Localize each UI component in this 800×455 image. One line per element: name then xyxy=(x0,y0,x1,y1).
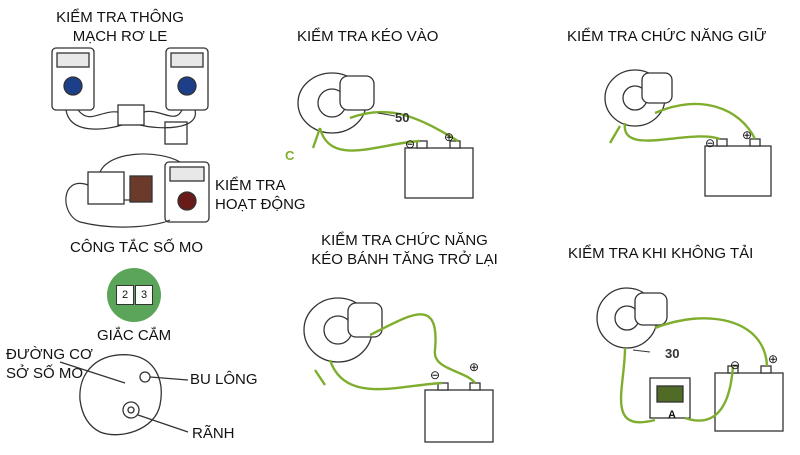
operation-line2: HOẠT ĐỘNG xyxy=(215,196,306,213)
battery-minus-1: ⊖ xyxy=(405,137,416,151)
battery xyxy=(704,145,772,197)
connector-pin-3: 3 xyxy=(135,285,153,305)
terminal-30-label: 30 xyxy=(665,346,680,361)
switch-housing-diagram xyxy=(59,354,189,436)
switch-title: CÔNG TẮC SỐ MO xyxy=(70,239,204,256)
battery-minus-4: ⊖ xyxy=(730,358,741,372)
operation-check-label: KIỂM TRA HOẠT ĐỘNG xyxy=(215,176,306,214)
terminal-c-label: C xyxy=(285,148,295,163)
relay-title-line2: MẠCH RƠ LE xyxy=(72,28,168,45)
base-line-label: ĐƯỜNG CƠ SỞ SỐ MO xyxy=(6,345,93,383)
battery xyxy=(714,372,784,432)
relay-under-test xyxy=(87,171,125,205)
groove-label: RÃNH xyxy=(192,425,235,442)
base-line1: ĐƯỜNG CƠ xyxy=(6,346,93,363)
relay-continuity-diagram xyxy=(51,47,210,228)
hold-in-title: KIỂM TRA CHỨC NĂNG GIỮ xyxy=(567,28,767,45)
hold-in-diagram xyxy=(604,69,772,197)
battery-minus-2: ⊖ xyxy=(705,136,716,150)
return-title-line1: KIỂM TRA CHỨC NĂNG xyxy=(321,232,488,249)
ammeter-label: A xyxy=(668,409,676,421)
base-line2: SỞ SỐ MO xyxy=(6,365,84,382)
battery-minus-3: ⊖ xyxy=(430,368,441,382)
battery xyxy=(404,147,474,199)
battery-plus-3: ⊕ xyxy=(469,360,480,374)
battery-plus-1: ⊕ xyxy=(444,130,455,144)
return-diagram xyxy=(303,297,494,443)
pull-in-diagram xyxy=(297,72,474,199)
relay-box xyxy=(117,104,145,126)
terminal-50-label: 50 xyxy=(395,110,410,125)
battery xyxy=(424,389,494,443)
return-title-line2: KÉO BÁNH TĂNG TRỞ LẠI xyxy=(311,251,498,268)
return-title: KIỂM TRA CHỨC NĂNG KÉO BÁNH TĂNG TRỞ LẠI xyxy=(292,231,517,269)
connector-pin-2: 2 xyxy=(116,285,134,305)
relay-title-line1: KIỂM TRA THÔNG xyxy=(56,9,184,26)
bolt-label: BU LÔNG xyxy=(190,371,258,388)
no-load-diagram xyxy=(596,287,784,432)
no-load-title: KIỂM TRA KHI KHÔNG TẢI xyxy=(568,245,754,262)
operation-line1: KIỂM TRA xyxy=(215,177,286,194)
connector-label: GIẮC CẮM xyxy=(97,327,172,344)
battery-plus-2: ⊕ xyxy=(742,128,753,142)
relay-title: KIỂM TRA THÔNG MẠCH RƠ LE xyxy=(40,8,200,46)
battery-plus-4: ⊕ xyxy=(768,352,779,366)
connector: 2 3 xyxy=(107,268,161,322)
pull-in-title: KIỂM TRA KÉO VÀO xyxy=(297,28,439,45)
